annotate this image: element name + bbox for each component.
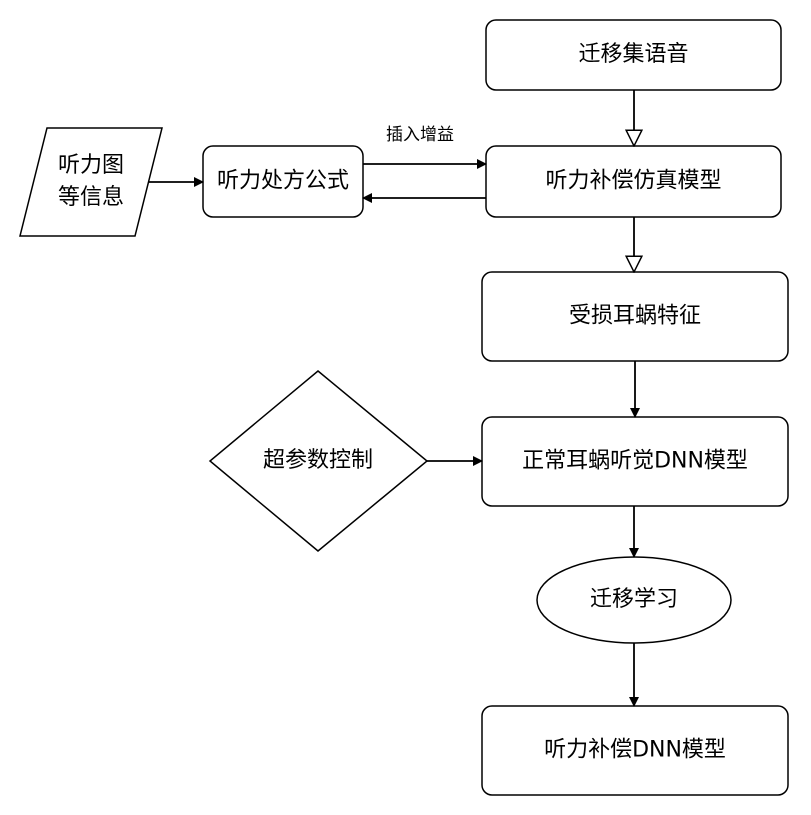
node-audiogram: 听力图 等信息 bbox=[19, 127, 163, 237]
node-audiogram-label-line2: 等信息 bbox=[58, 185, 124, 210]
node-prescription: 听力处方公式 bbox=[202, 145, 364, 218]
node-normal-dnn: 正常耳蜗听觉DNN模型 bbox=[481, 416, 789, 507]
node-sim-model-label: 听力补偿仿真模型 bbox=[545, 169, 721, 194]
node-transfer-speech-label: 迁移集语音 bbox=[578, 42, 688, 67]
node-transfer-learning-label: 迁移学习 bbox=[590, 587, 678, 612]
node-damaged-cochlea-label: 受损耳蜗特征 bbox=[569, 304, 701, 329]
node-transfer-learning: 迁移学习 bbox=[536, 556, 732, 644]
node-comp-dnn: 听力补偿DNN模型 bbox=[481, 705, 789, 796]
node-damaged-cochlea: 受损耳蜗特征 bbox=[481, 271, 789, 362]
node-comp-dnn-label: 听力补偿DNN模型 bbox=[544, 738, 726, 763]
node-transfer-speech: 迁移集语音 bbox=[485, 19, 782, 91]
node-hyperparam-label: 超参数控制 bbox=[263, 448, 373, 473]
node-hyperparam: 超参数控制 bbox=[208, 370, 429, 552]
edge-label-insert-gain: 插入增益 bbox=[386, 125, 454, 145]
node-sim-model: 听力补偿仿真模型 bbox=[485, 145, 782, 218]
node-audiogram-label-line1: 听力图 bbox=[58, 153, 124, 178]
node-normal-dnn-label: 正常耳蜗听觉DNN模型 bbox=[522, 449, 748, 474]
node-prescription-label: 听力处方公式 bbox=[217, 169, 349, 194]
